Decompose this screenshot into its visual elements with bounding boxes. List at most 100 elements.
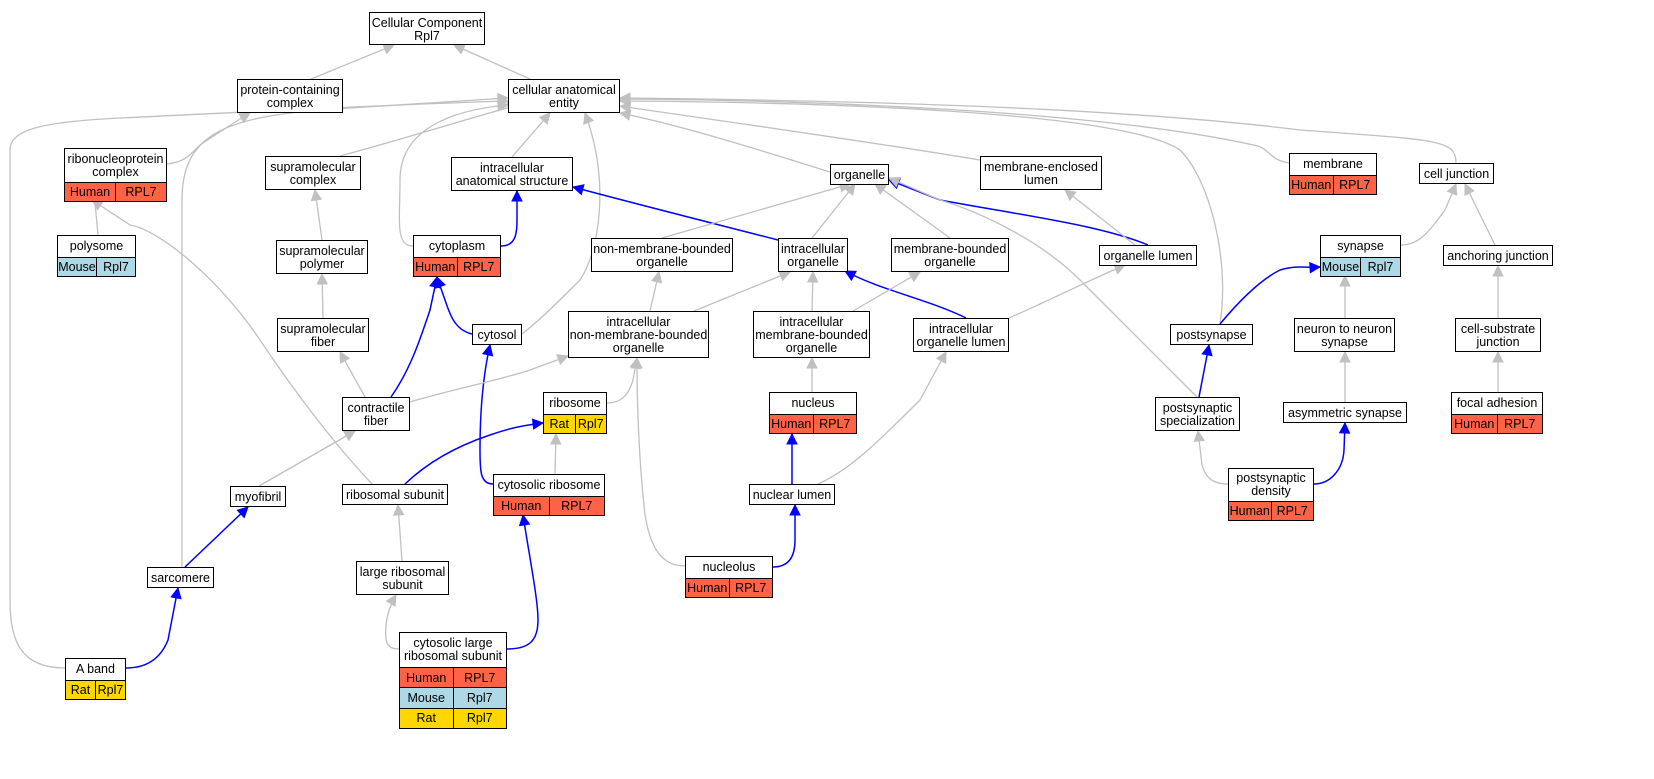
edge-synapse-to-celljunction	[1400, 182, 1458, 246]
edge-iol-to-io	[844, 270, 967, 319]
node-lrs[interactable]: large ribosomal subunit	[356, 561, 449, 595]
edge-line	[9, 100, 509, 669]
node-ol[interactable]: organelle lumen	[1099, 245, 1197, 266]
arrowhead-icon	[556, 354, 570, 366]
edge-aband-to-cae	[9, 95, 510, 669]
edge-smfiber-to-smpoly	[316, 272, 329, 319]
gene-cell: Rpl7	[574, 415, 606, 433]
node-organelle[interactable]: organelle	[830, 164, 889, 185]
node-iol[interactable]: intracellular organelle lumen	[913, 318, 1009, 352]
node-mel[interactable]: membrane-enclosed lumen	[980, 156, 1102, 190]
arrowhead-icon	[497, 95, 510, 108]
arrowhead-icon	[789, 503, 801, 516]
node-label: membrane-bounded organelle	[893, 242, 1007, 269]
edge-inmbo-to-nmbo	[649, 270, 663, 312]
edge-nlumen-to-nucleus	[786, 432, 798, 484]
node-io[interactable]: intracellular organelle	[778, 238, 848, 272]
edge-line	[521, 112, 601, 335]
node-celljunction[interactable]: cell junction	[1419, 163, 1494, 184]
node-rsub[interactable]: ribosomal subunit	[342, 484, 448, 505]
edge-line	[817, 351, 947, 485]
edge-cytosol-to-cytoplasm	[434, 275, 473, 335]
edge-smpoly-to-smc	[310, 188, 323, 241]
edge-line	[852, 271, 921, 312]
edge-line	[339, 104, 519, 157]
arrowhead-icon	[385, 594, 397, 607]
node-nmbo[interactable]: non-membrane-bounded organelle	[591, 238, 733, 272]
node-nlumen[interactable]: nuclear lumen	[749, 484, 835, 505]
species-cell: Mouse	[400, 688, 453, 708]
node-aj[interactable]: anchoring junction	[1443, 245, 1553, 266]
edge-ol-to-mel	[1064, 189, 1136, 246]
arrowhead-icon	[618, 109, 632, 121]
gene-cell: RPL7	[452, 668, 506, 688]
species-cell: Rat	[544, 415, 575, 433]
edge-line	[1008, 264, 1126, 319]
arrowhead-icon	[316, 272, 329, 285]
node-label: focal adhesion	[1456, 396, 1538, 410]
node-cytosol[interactable]: cytosol	[472, 324, 522, 345]
node-csj[interactable]: cell-substrate junction	[1455, 318, 1541, 352]
node-pss[interactable]: postsynaptic specialization	[1155, 397, 1240, 431]
node-cae[interactable]: cellular anatomical entity	[508, 79, 620, 113]
edge-pcc-to-root	[310, 43, 396, 80]
node-pcc[interactable]: protein-containing complex	[237, 79, 343, 113]
node-label: intracellular organelle lumen	[916, 322, 1006, 349]
species-cell: Human	[414, 258, 457, 276]
node-label: cytoplasm	[428, 239, 486, 253]
node-label: intracellular membrane-bounded organelle	[755, 315, 868, 355]
node-inmbo[interactable]: intracellular non-membrane-bounded organ…	[568, 311, 709, 358]
arrowhead-icon	[1339, 350, 1351, 363]
node-label: myofibril	[234, 490, 282, 504]
node-smfiber[interactable]: supramolecular fiber	[277, 318, 369, 352]
edge-psd-to-asyn	[1313, 421, 1351, 485]
node-smpoly[interactable]: supramolecular polymer	[276, 240, 368, 274]
edge-aj-to-celljunction	[1464, 182, 1496, 246]
node-nns[interactable]: neuron to neuron synapse	[1294, 318, 1395, 352]
gene-cell: RPL7	[1270, 502, 1313, 520]
arrowhead-icon	[1338, 421, 1351, 434]
node-smc[interactable]: supramolecular complex	[265, 156, 361, 190]
node-ias[interactable]: intracellular anatomical structure	[451, 157, 573, 191]
gene-cell: RPL7	[728, 579, 772, 597]
node-cfiber[interactable]: contractile fiber	[342, 397, 410, 431]
arrowhead-icon	[786, 432, 798, 445]
node-label: large ribosomal subunit	[359, 565, 446, 592]
node-label: neuron to neuron synapse	[1296, 322, 1393, 349]
node-imbo[interactable]: intracellular membrane-bounded organelle	[753, 311, 870, 358]
edge-line	[1197, 430, 1229, 485]
edge-inmbo-to-io	[693, 270, 792, 312]
node-label: Cellular Component Rpl7	[371, 15, 483, 43]
node-label: membrane-enclosed lumen	[984, 160, 1098, 187]
node-sarcomere[interactable]: sarcomere	[147, 567, 214, 588]
arrowhead-icon	[310, 188, 323, 202]
edge-line	[888, 179, 1149, 246]
node-mbo[interactable]: membrane-bounded organelle	[891, 238, 1009, 272]
node-label: asymmetric synapse	[1288, 406, 1402, 420]
node-postsynapse[interactable]: postsynapse	[1170, 324, 1253, 345]
species-cell: Mouse	[1321, 258, 1360, 276]
node-asyn[interactable]: asymmetric synapse	[1283, 402, 1407, 423]
arrowhead-icon	[339, 351, 351, 364]
node-myofibril[interactable]: myofibril	[230, 486, 286, 507]
node-root[interactable]: Cellular Component Rpl7	[369, 12, 485, 45]
species-cell: Human	[1290, 176, 1333, 194]
node-label: protein-containing complex	[240, 83, 340, 110]
